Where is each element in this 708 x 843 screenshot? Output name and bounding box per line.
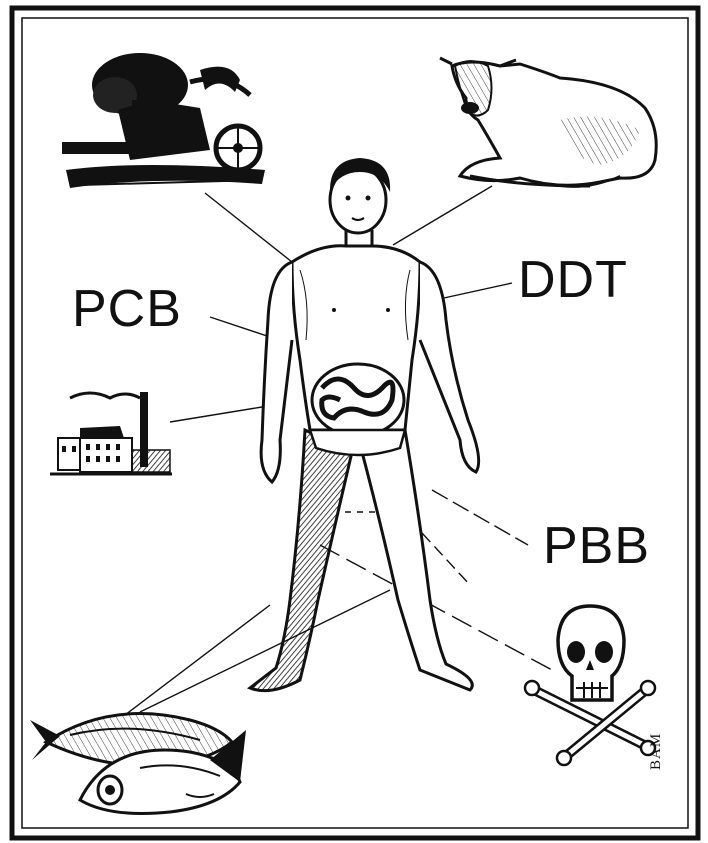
ddt-label: DDT bbox=[518, 254, 628, 306]
factory-illustration bbox=[50, 392, 172, 474]
skull-and-crossbones-icon bbox=[525, 606, 655, 765]
cow-illustration bbox=[440, 58, 656, 187]
artist-signature: BAM bbox=[648, 733, 665, 770]
pcb-label: PCB bbox=[72, 283, 182, 335]
fish-illustration bbox=[30, 714, 246, 814]
human-figure-illustration bbox=[250, 158, 479, 691]
pbb-label: PBB bbox=[543, 520, 650, 572]
farm-machinery-illustration bbox=[62, 53, 265, 188]
